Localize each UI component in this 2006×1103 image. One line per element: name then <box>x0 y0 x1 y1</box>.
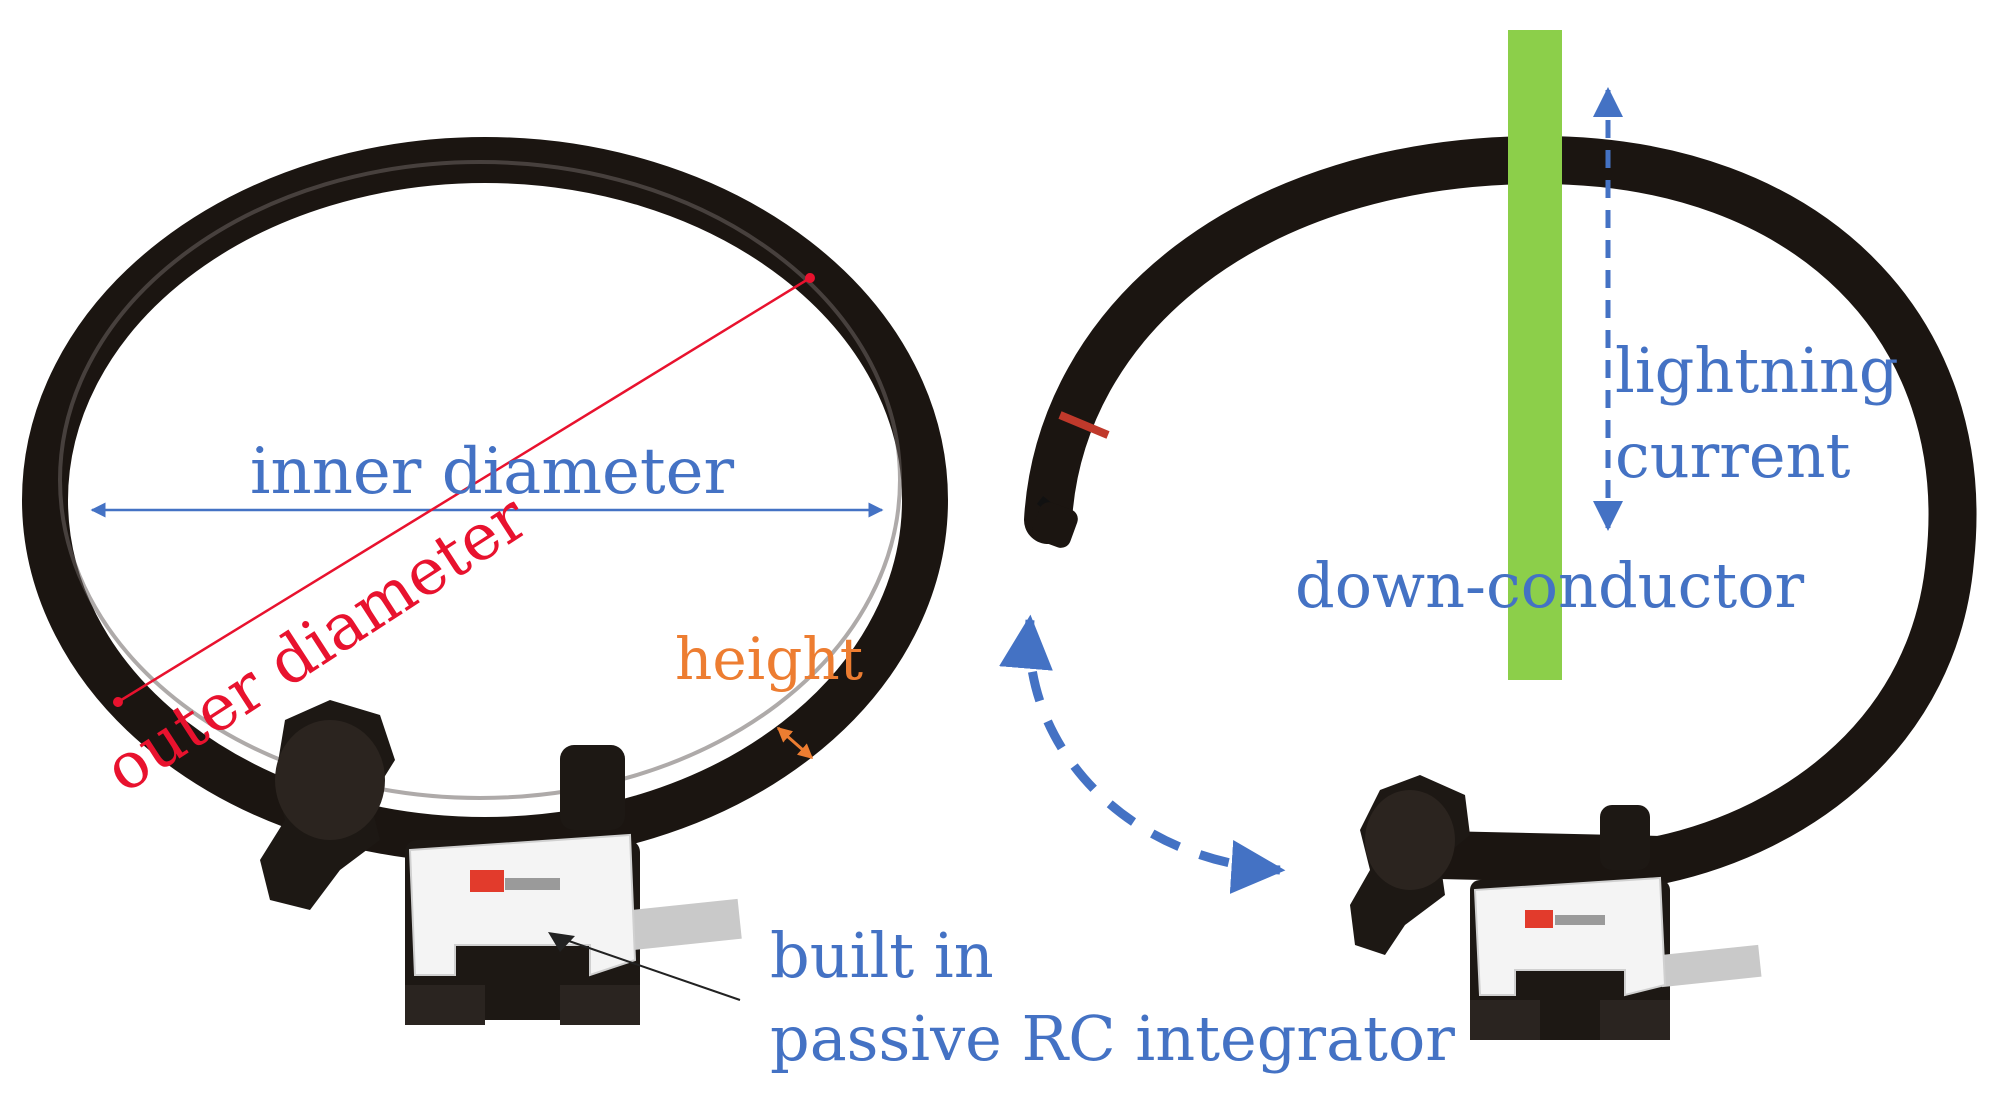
left-integrator-box <box>408 833 637 977</box>
right-rogowski-coil <box>1024 135 1977 885</box>
open-close-arrow <box>999 614 1286 894</box>
height-arrow <box>776 726 814 760</box>
integrator-pointer-line <box>565 939 741 1001</box>
left-clamp-knob <box>260 700 395 910</box>
down-conductor-bar <box>1508 30 1562 680</box>
outer-diameter-line <box>113 273 815 707</box>
lightning-label-line2: current <box>1615 419 1851 492</box>
right-integrator-box <box>1473 876 1667 997</box>
integrator-label-line2: passive RC integrator <box>770 1002 1455 1075</box>
right-clamp-knob <box>1350 775 1470 955</box>
inner-diameter-label: inner diameter <box>250 435 735 509</box>
lightning-label-line1: lightning <box>1615 334 1899 407</box>
height-label: height <box>675 625 864 693</box>
down-conductor-label: down-conductor <box>1295 549 1805 622</box>
integrator-label-line1: built in <box>770 919 994 992</box>
integrator-pointer-head <box>548 932 575 952</box>
